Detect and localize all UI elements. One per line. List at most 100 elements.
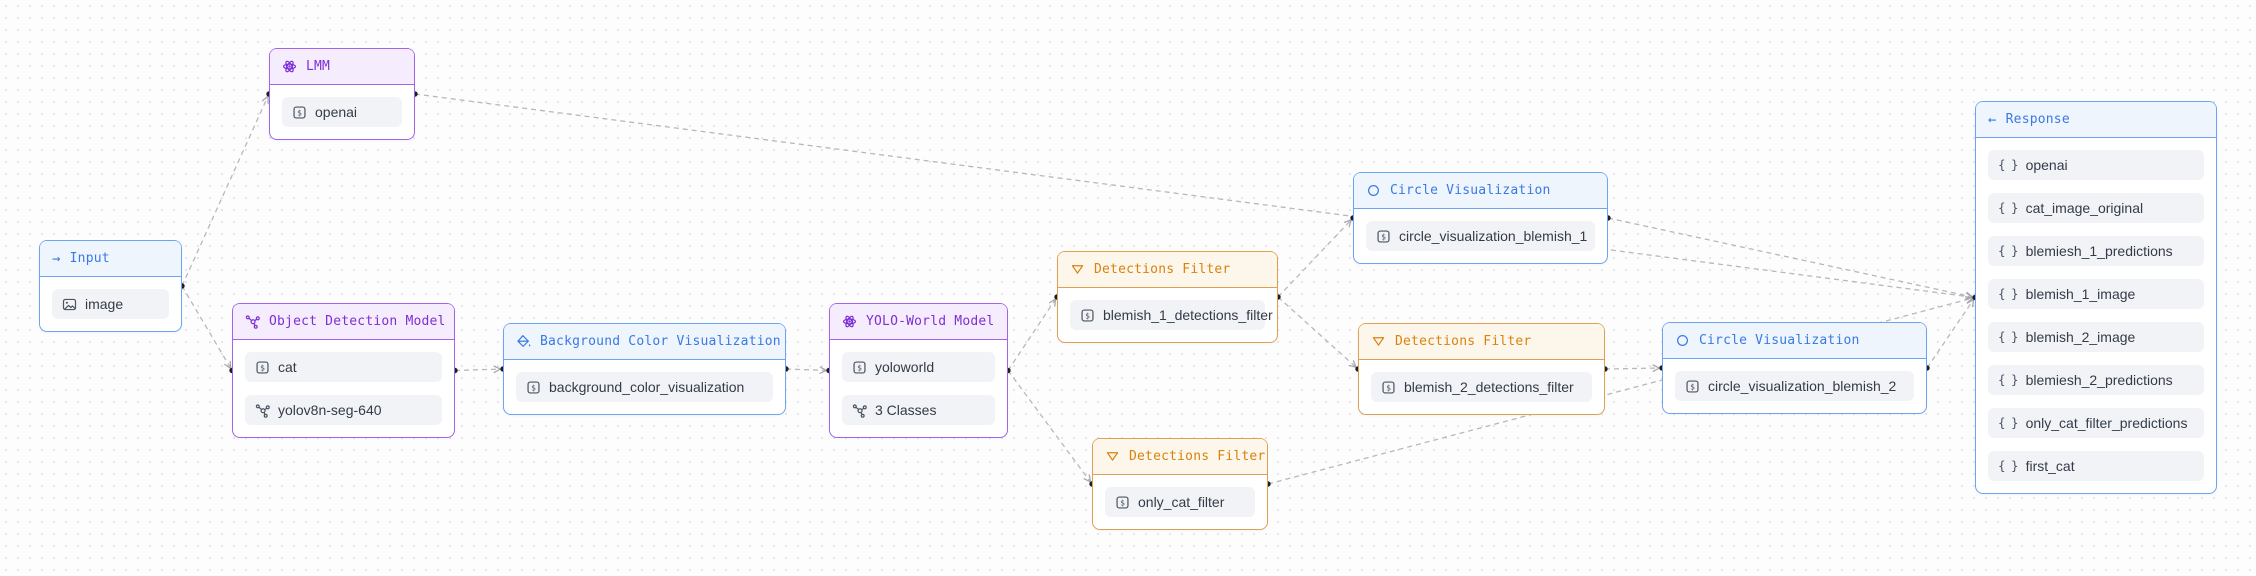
node-item-label: blemish_2_image: [2025, 329, 2136, 345]
node-item[interactable]: $ circle_visualization_blemish_1: [1366, 221, 1595, 251]
node-item[interactable]: { } cat_image_original: [1988, 193, 2204, 223]
node-title: Circle Visualization: [1390, 183, 1551, 198]
image-icon: [62, 297, 77, 312]
node-item[interactable]: 3 Classes: [842, 395, 995, 425]
edge-yolo-to-filter1: [1007, 298, 1057, 371]
node-bcv[interactable]: Background Color Visualization$backgroun…: [503, 323, 786, 415]
svg-text:$: $: [1381, 232, 1386, 241]
molecule-icon: [255, 403, 270, 418]
node-body: $blemish_1_detections_filter: [1058, 288, 1277, 342]
braces-icon: { }: [1998, 242, 2019, 258]
node-item[interactable]: { } blemiesh_2_predictions: [1988, 365, 2204, 395]
braces-icon: { }: [1998, 156, 2019, 172]
braces-icon: { }: [1998, 328, 2019, 344]
node-header: Circle Visualization: [1663, 323, 1926, 359]
node-body: $ circle_visualization_blemish_1: [1354, 209, 1607, 263]
node-item[interactable]: $blemish_1_detections_filter: [1070, 300, 1273, 330]
arrow-left-icon: ←: [1988, 111, 1997, 128]
node-cviz2[interactable]: Circle Visualization $circle_visualizatio…: [1662, 322, 1927, 414]
node-header: Detections Filter: [1058, 252, 1277, 288]
node-item[interactable]: { }only_cat_filter_predictions: [1988, 408, 2204, 438]
node-odm[interactable]: Object Detection Model $cat yolov8n-seg-64…: [232, 303, 455, 438]
node-response[interactable]: ←Response{ }openai{ }cat_image_original{…: [1975, 101, 2217, 494]
node-title: YOLO-World Model: [866, 314, 995, 329]
node-header: Circle Visualization: [1354, 173, 1607, 209]
node-item-label: background_color_visualization: [549, 379, 745, 395]
node-body: $yoloworld 3 Classes: [830, 340, 1007, 437]
node-filter2[interactable]: Detections Filter $ blemish_2_detections_f…: [1358, 323, 1605, 415]
edge-cviz1-to-response: [1607, 217, 1974, 300]
node-cviz1[interactable]: Circle Visualization $ circle_visualizatio…: [1353, 172, 1608, 264]
node-body: $ background_color_visualization: [504, 360, 785, 414]
node-lmm[interactable]: LMM$openai: [269, 48, 415, 140]
node-title: Response: [2005, 112, 2070, 127]
node-item[interactable]: { } first_cat: [1988, 451, 2204, 481]
node-title: Detections Filter: [1395, 334, 1532, 349]
node-item[interactable]: $circle_visualization_blemish_2: [1675, 371, 1914, 401]
braces-icon: { }: [1998, 414, 2019, 430]
param-icon: $: [1381, 380, 1396, 395]
edge-bcv-to-yolo: [785, 366, 828, 374]
node-title: Detections Filter: [1094, 262, 1231, 277]
node-item-label: only_cat_filter: [1138, 494, 1225, 510]
svg-text:$: $: [297, 108, 302, 117]
node-item-label: openai: [315, 104, 358, 120]
node-item[interactable]: $ blemish_2_detections_filter: [1371, 372, 1592, 402]
atom-icon: [282, 59, 297, 74]
node-onlycat[interactable]: Detections Filter $ only_cat_filter: [1092, 438, 1268, 530]
braces-icon: { }: [1998, 457, 2019, 473]
node-item-label: cat_image_original: [2025, 200, 2144, 216]
node-body: { }openai{ }cat_image_original{ }blemies…: [1976, 138, 2216, 493]
node-title: Circle Visualization: [1699, 333, 1860, 348]
node-body: image: [40, 277, 181, 331]
node-header: ← Response: [1976, 102, 2216, 138]
svg-text:$: $: [1120, 498, 1125, 507]
molecule-icon: [245, 314, 260, 329]
node-item[interactable]: $ only_cat_filter: [1105, 487, 1255, 517]
node-item-label: blemish_1_image: [2025, 286, 2136, 302]
molecule-icon: [852, 403, 867, 418]
node-item[interactable]: $yoloworld: [842, 352, 995, 382]
atom-icon: [842, 314, 857, 329]
funnel-icon: [1070, 262, 1085, 277]
node-body: $circle_visualization_blemish_2: [1663, 359, 1926, 413]
node-header: → Input: [40, 241, 181, 277]
param-icon: $: [852, 360, 867, 375]
param-icon: $: [526, 380, 541, 395]
param-icon: $: [1115, 495, 1130, 510]
node-item[interactable]: { }openai: [1988, 150, 2204, 180]
node-item[interactable]: { } blemish_2_image: [1988, 322, 2204, 352]
node-item[interactable]: $ openai: [282, 97, 402, 127]
svg-text:$: $: [1085, 311, 1090, 320]
node-body: $ openai: [270, 85, 414, 139]
node-item-label: blemish_2_detections_filter: [1404, 379, 1574, 395]
edge-filter1-to-cviz1: [1277, 219, 1352, 298]
node-input[interactable]: → Input image: [39, 240, 182, 332]
node-item[interactable]: $ background_color_visualization: [516, 372, 773, 402]
node-body: $cat yolov8n-seg-640: [233, 340, 454, 437]
param-icon: $: [1376, 229, 1391, 244]
node-body: $ blemish_2_detections_filter: [1359, 360, 1604, 414]
node-item[interactable]: image: [52, 289, 169, 319]
svg-text:$: $: [1690, 382, 1695, 391]
node-item-label: circle_visualization_blemish_1: [1399, 228, 1588, 244]
node-header: Detections Filter: [1093, 439, 1267, 475]
node-header: Object Detection Model: [233, 304, 454, 340]
edge-odm-to-bcv: [454, 365, 502, 374]
braces-icon: { }: [1998, 371, 2019, 387]
node-filter1[interactable]: Detections Filter $blemish_1_detections_f…: [1057, 251, 1278, 343]
node-item[interactable]: { }blemish_1_image: [1988, 279, 2204, 309]
node-item-label: blemiesh_2_predictions: [2025, 372, 2173, 388]
node-item-label: first_cat: [2025, 458, 2075, 474]
node-title: Input: [69, 251, 110, 266]
node-item[interactable]: $cat: [245, 352, 442, 382]
node-item[interactable]: { }blemiesh_1_predictions: [1988, 236, 2204, 266]
node-title: Detections Filter: [1129, 449, 1266, 464]
arrow-right-icon: →: [52, 250, 61, 267]
circle-icon: [1366, 183, 1381, 198]
node-yolo[interactable]: YOLO-World Model $yoloworld 3 Classes: [829, 303, 1008, 438]
node-item-label: yolov8n-seg-640: [278, 402, 382, 418]
braces-icon: { }: [1998, 199, 2019, 215]
node-item[interactable]: yolov8n-seg-640: [245, 395, 442, 425]
